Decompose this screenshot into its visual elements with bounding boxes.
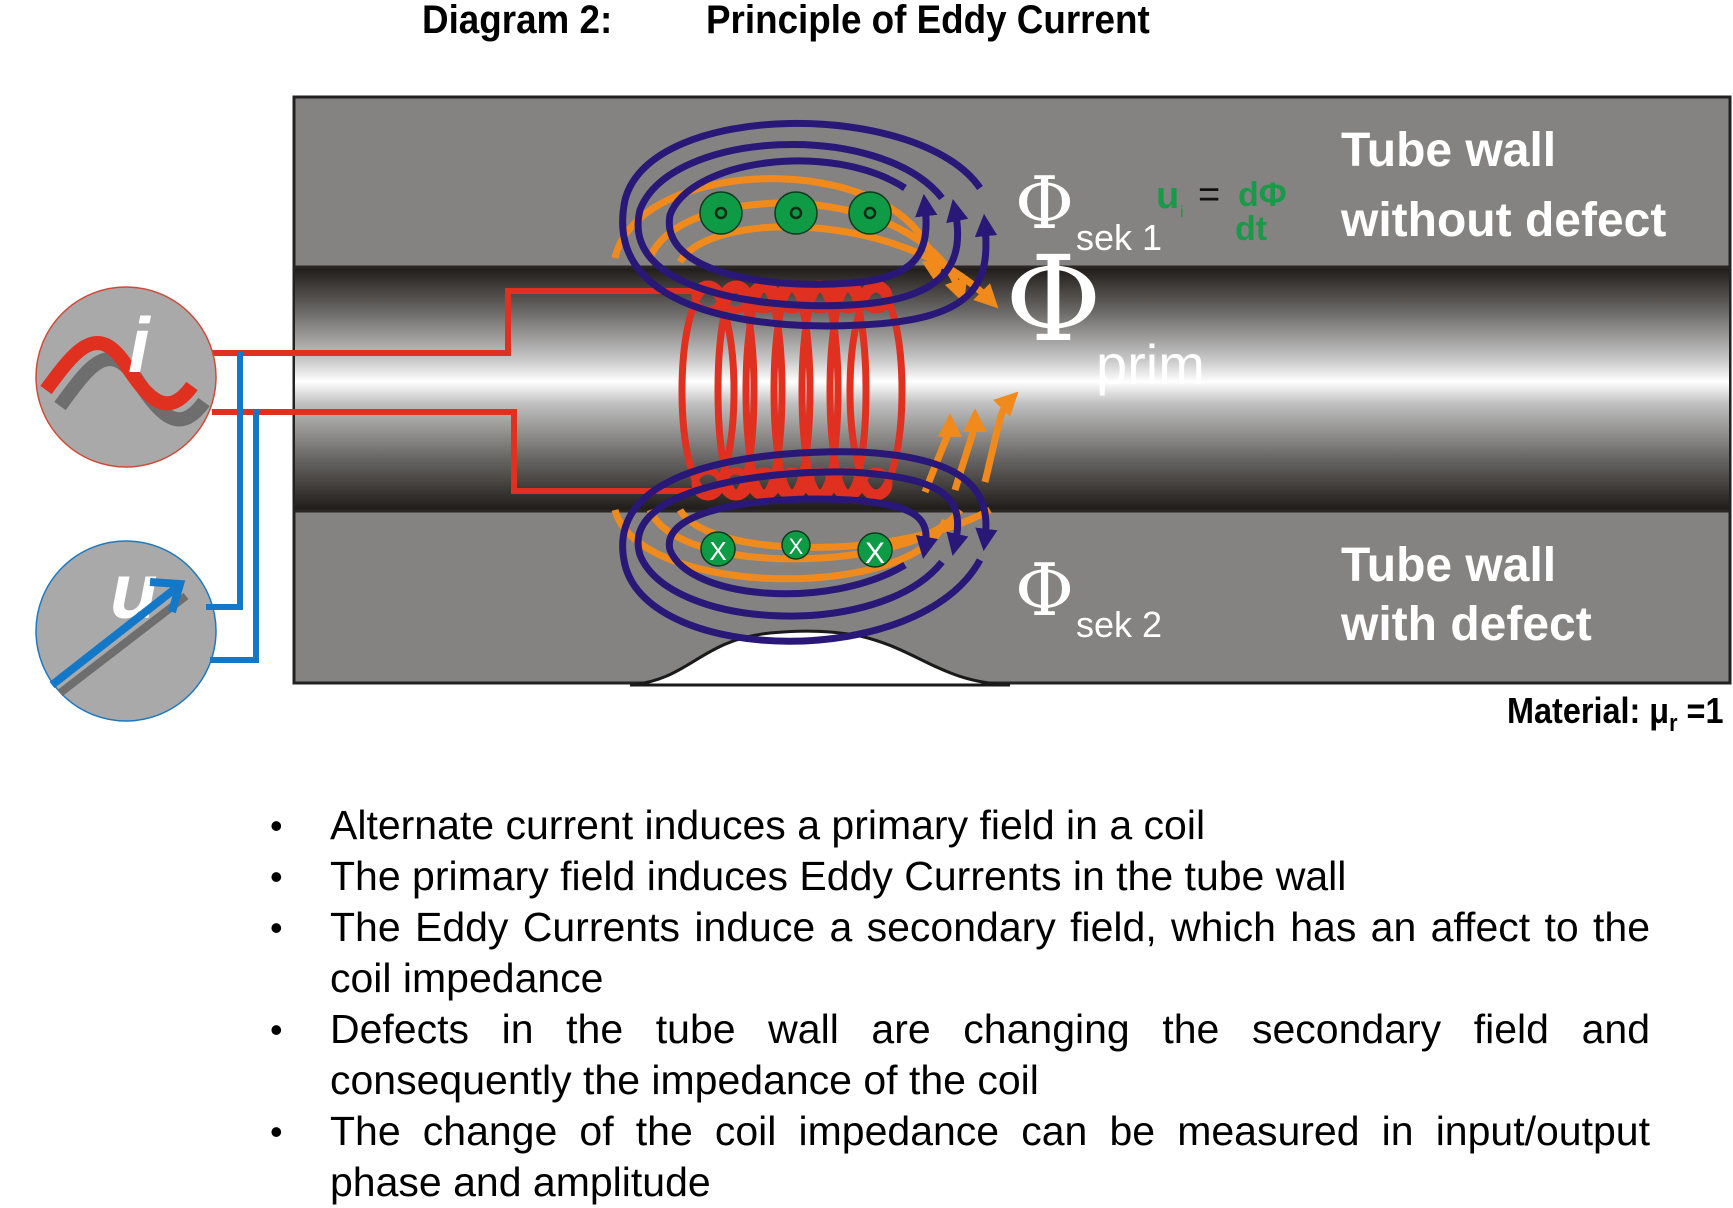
current-source: i bbox=[35, 286, 217, 468]
induction-formula: u i = dΦ dt bbox=[1156, 174, 1287, 248]
eddy-in-marker: X bbox=[857, 532, 893, 570]
phi-sek2-label: Φ sek 2 bbox=[1015, 548, 1162, 645]
phi-subscript: sek 2 bbox=[1076, 604, 1162, 645]
ac-sine-icon bbox=[40, 336, 198, 411]
list-item: Alternate current induces a primary fiel… bbox=[270, 800, 1650, 851]
tube-bore bbox=[295, 267, 1729, 511]
diagram-heading: Principle of Eddy Current bbox=[706, 0, 1150, 42]
secondary-field-line bbox=[665, 495, 938, 598]
tube-wall-bottom-line1: Tube wall bbox=[1341, 539, 1556, 592]
tube-wall-top-line1: Tube wall bbox=[1341, 124, 1556, 177]
formula-equals: = bbox=[1198, 174, 1220, 216]
tube bbox=[292, 95, 1732, 687]
diagram-title: Diagram 2: Principle of Eddy Current bbox=[0, 0, 1733, 48]
phi-prim-label: Φ prim bbox=[1005, 230, 1205, 396]
eddy-in-marker: X bbox=[781, 530, 811, 560]
eddy-in-glyph: X bbox=[709, 536, 726, 566]
coil-winding bbox=[770, 285, 814, 497]
list-item: The primary field induces Eddy Currents … bbox=[270, 851, 1650, 902]
formula-lhs: u bbox=[1156, 175, 1179, 217]
secondary-field-line bbox=[619, 448, 998, 645]
explanation-list: Alternate current induces a primary fiel… bbox=[270, 800, 1650, 1208]
phi-sek1-label: Φ sek 1 bbox=[1015, 161, 1162, 258]
meter-needle-shadow bbox=[57, 592, 189, 697]
eddy-out-marker bbox=[774, 191, 818, 235]
list-item: The change of the coil impedance can be … bbox=[270, 1106, 1650, 1208]
coil-leads bbox=[212, 288, 720, 494]
secondary-field-line bbox=[665, 157, 938, 288]
phi-symbol: Φ bbox=[1005, 230, 1102, 368]
material-suffix: =1 bbox=[1677, 690, 1723, 731]
tube-wall-bottom-label: Tube wall with defect bbox=[1340, 539, 1592, 651]
defect-notch bbox=[629, 629, 1011, 687]
phi-subscript: prim bbox=[1096, 333, 1205, 396]
list-item: The Eddy Currents induce a secondary fie… bbox=[270, 902, 1650, 1004]
voltage-meter: u bbox=[35, 540, 217, 722]
coil-winding bbox=[826, 285, 870, 497]
eddy-in-marker: X bbox=[700, 531, 736, 567]
coil-winding bbox=[742, 285, 786, 497]
measurement-leads bbox=[206, 352, 259, 663]
eddy-current-diagram: X X X Φ sek 1 Φ prim Φ sek 2 u i = dΦ dt… bbox=[35, 95, 1732, 722]
material-label: Material: μr =1 bbox=[1507, 690, 1723, 738]
primary-field-line bbox=[981, 391, 1019, 483]
list-item: Defects in the tube wall are changing th… bbox=[270, 1004, 1650, 1106]
coil-winding bbox=[846, 285, 906, 497]
formula-numerator: dΦ bbox=[1238, 176, 1287, 214]
coil-winding bbox=[714, 285, 758, 497]
diagram-number: Diagram 2: bbox=[422, 0, 613, 42]
coil-winding bbox=[798, 285, 842, 497]
phi-subscript: sek 1 bbox=[1076, 217, 1162, 258]
eddy-currents-top bbox=[699, 191, 892, 235]
material-sub: r bbox=[1668, 710, 1678, 737]
eddy-in-glyph: X bbox=[865, 537, 885, 570]
primary-field-line bbox=[921, 413, 962, 494]
eddy-currents-bottom: X X X bbox=[700, 530, 893, 570]
primary-field-line bbox=[677, 506, 992, 551]
tube-wall-top-line2: without defect bbox=[1340, 194, 1666, 247]
formula-denominator: dt bbox=[1235, 210, 1267, 248]
formula-lhs-sub: i bbox=[1180, 204, 1184, 221]
phi-symbol: Φ bbox=[1015, 548, 1074, 632]
secondary-field-line bbox=[634, 468, 969, 620]
meter-arrowhead bbox=[149, 578, 186, 614]
eddy-out-marker bbox=[699, 191, 743, 235]
tube-wall-bottom-line2: with defect bbox=[1340, 598, 1592, 651]
meter-needle-icon bbox=[49, 584, 179, 689]
eddy-in-glyph: X bbox=[789, 534, 804, 559]
eddy-out-marker bbox=[848, 191, 892, 235]
current-symbol: i bbox=[128, 301, 151, 389]
tube-wall-top-label: Tube wall without defect bbox=[1340, 124, 1666, 247]
secondary-field-line bbox=[619, 120, 998, 330]
phi-symbol: Φ bbox=[1015, 161, 1074, 245]
secondary-field-lines bbox=[619, 120, 998, 645]
secondary-field-line bbox=[634, 141, 969, 310]
material-prefix: Material: μ bbox=[1506, 690, 1669, 731]
